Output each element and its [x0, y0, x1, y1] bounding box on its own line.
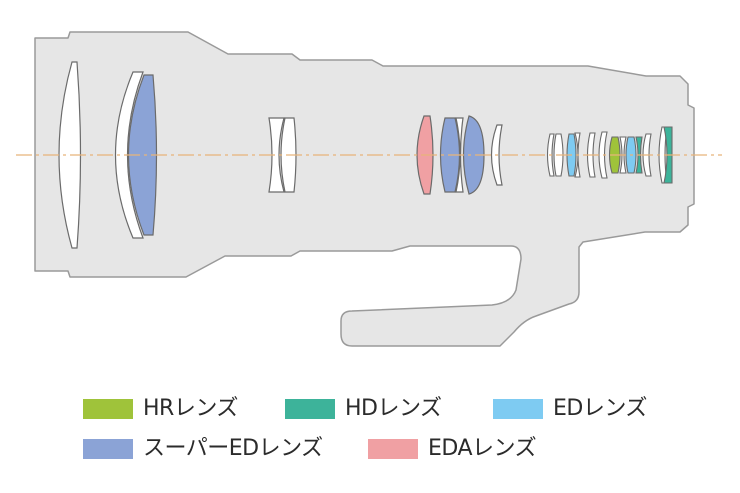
legend-item-eda: EDAレンズ — [368, 436, 537, 461]
legend-label-super-ed: スーパーEDレンズ — [143, 436, 323, 461]
lens-element-1 — [58, 61, 82, 249]
lens-element-14 — [574, 132, 581, 178]
legend-label-hd: HDレンズ — [345, 396, 442, 421]
legend-swatch-ed — [493, 399, 543, 419]
lens-construction-diagram — [16, 31, 722, 347]
lens-element-2 — [114, 71, 144, 239]
lens-barrel — [34, 31, 695, 347]
legend-label-eda: EDAレンズ — [428, 436, 537, 461]
legend-swatch-super-ed — [83, 439, 133, 459]
lens-element-3-super-ed — [127, 74, 158, 236]
lens-element-9-super-ed — [462, 115, 485, 195]
legend-label-ed: EDレンズ — [553, 396, 647, 421]
legend-item-super-ed: スーパーEDレンズ — [83, 437, 323, 461]
legend-item-hd: HDレンズ — [285, 397, 442, 421]
legend-swatch-hr — [83, 399, 133, 419]
legend-item-hr: HRレンズ — [83, 397, 238, 421]
lens-element-4 — [268, 117, 285, 193]
legend-item-ed: EDレンズ — [493, 397, 647, 421]
legend-label-hr: HRレンズ — [143, 396, 238, 421]
legend-swatch-eda — [368, 439, 418, 459]
legend-swatch-hd — [285, 399, 335, 419]
lens-element-8 — [455, 117, 464, 193]
